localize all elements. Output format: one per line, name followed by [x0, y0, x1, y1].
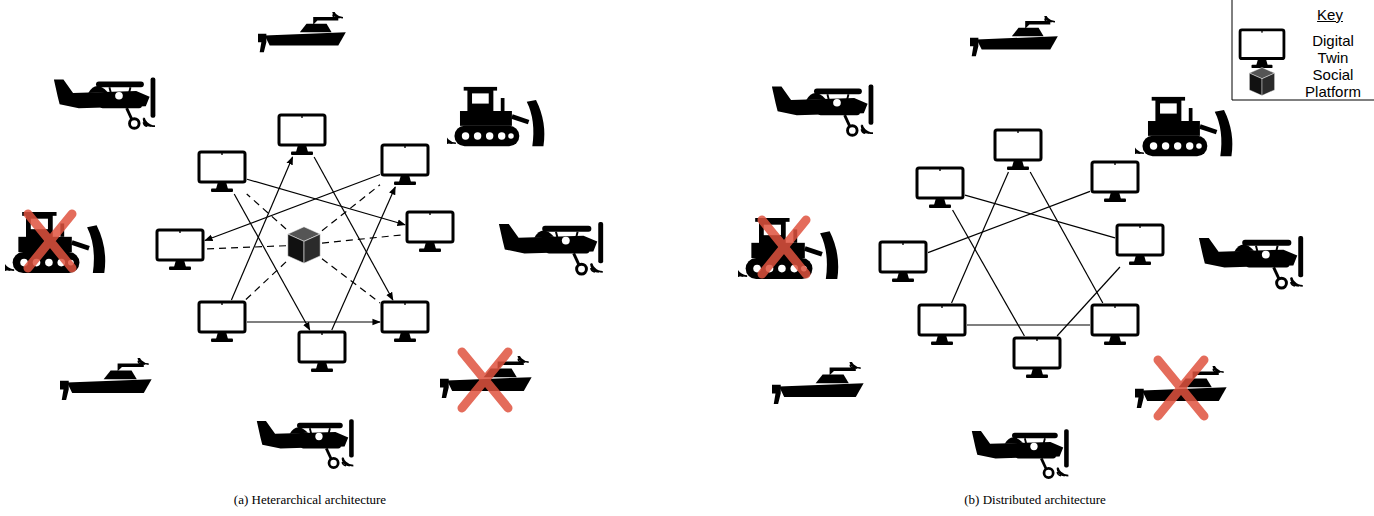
digital-twin-icon [1115, 223, 1165, 267]
digital-twin-icon [917, 303, 967, 347]
digital-twin-icon [915, 166, 965, 210]
digital-twin-icon [277, 113, 327, 157]
platform-link [245, 262, 286, 300]
plane-icon [54, 78, 155, 129]
digital-twin [1115, 223, 1165, 267]
plane-icon [972, 429, 1069, 477]
digital-twin-icon [197, 150, 247, 194]
plane-icon [772, 85, 873, 136]
digital-twin-icon [878, 240, 928, 284]
boat-icon [258, 8, 346, 52]
twin-link [247, 321, 380, 322]
digital-twin-icon [1090, 303, 1140, 347]
digital-twin-icon [155, 228, 205, 272]
digital-twin-icon [197, 300, 247, 344]
plane-icon [499, 222, 603, 274]
social-platform [286, 225, 322, 265]
digital-twin [277, 113, 327, 157]
failure-cross [762, 220, 1204, 416]
platform-link [205, 246, 286, 249]
digital-twin [993, 128, 1043, 172]
platform-link [322, 185, 380, 231]
platform-link [322, 235, 405, 244]
legend-sample [1248, 66, 1276, 97]
bulldozer-icon [445, 87, 545, 146]
twin-link [205, 174, 380, 240]
legend-text: Social Platform [1294, 66, 1372, 100]
boat-icon [772, 358, 864, 404]
digital-twin [297, 330, 347, 374]
legend-heading: Key [1317, 6, 1343, 23]
digital-twin [197, 150, 247, 194]
key-frame [1232, 0, 1374, 100]
digital-twin-icon [297, 330, 347, 374]
digital-twin-icon [993, 128, 1043, 172]
twin-link [928, 191, 1090, 252]
digital-twin [878, 240, 928, 284]
digital-twin [197, 300, 247, 344]
subfigure-caption: (b) Distributed architecture [964, 492, 1106, 508]
digital-twin [1090, 160, 1140, 204]
boat-icon [970, 12, 1058, 56]
digital-twin-icon [405, 210, 455, 254]
platform-link [322, 259, 380, 303]
twin-link [965, 195, 1115, 238]
twin-link [967, 324, 1090, 325]
plane-icon [257, 419, 354, 467]
digital-twin [915, 166, 965, 210]
digital-twin [380, 300, 430, 344]
digital-twin-icon [380, 300, 430, 344]
legend-text: Digital Twin [1300, 32, 1366, 66]
bulldozer-icon [1133, 97, 1233, 156]
legend-sample [1238, 28, 1286, 70]
digital-twin [405, 210, 455, 254]
digital-twin [380, 143, 430, 187]
plane-icon [1199, 236, 1303, 288]
social-platform-icon [286, 225, 322, 265]
bulldozer-icon [736, 218, 839, 279]
digital-twin-icon [380, 143, 430, 187]
subfigure-caption: (a) Heterarchical architecture [234, 492, 386, 508]
platform-link [247, 194, 286, 229]
boat-icon [60, 354, 152, 400]
digital-twin [1012, 336, 1062, 380]
twin-link [314, 157, 393, 300]
bulldozer-icon [3, 212, 106, 273]
digital-twin [1090, 303, 1140, 347]
digital-twin [155, 228, 205, 272]
digital-twin-icon [1090, 160, 1140, 204]
digital-twin [917, 303, 967, 347]
digital-twin-icon [1012, 336, 1062, 380]
